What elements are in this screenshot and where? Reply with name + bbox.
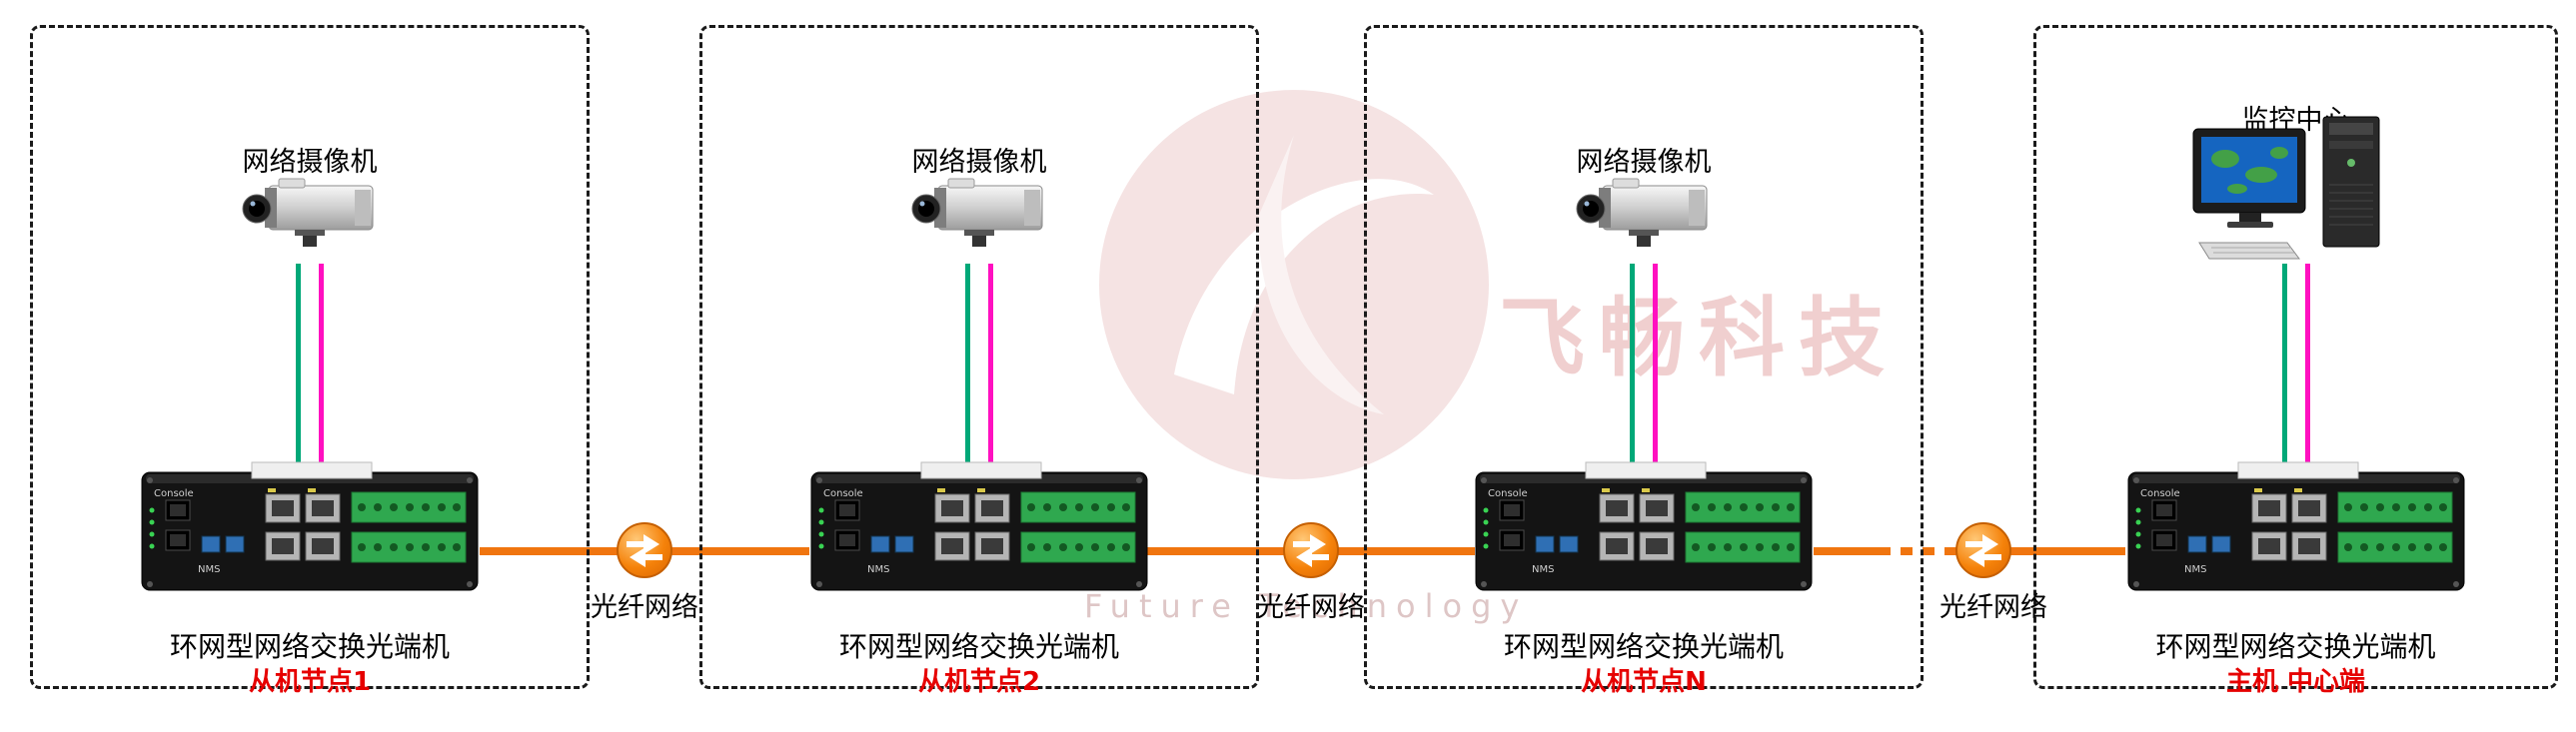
- fiber-link-label-2: 光纤网络: [1257, 592, 1365, 623]
- camera-label: 网络摄像机: [911, 147, 1047, 178]
- ring-switch-image: [1474, 460, 1814, 597]
- ip-camera-image: [904, 166, 1054, 261]
- ring-switch-image: [140, 460, 480, 597]
- node-role-label: 从机节点2: [917, 667, 1041, 697]
- fiber-transfer-icon-2: [1281, 520, 1341, 580]
- node-role-label: 从机节点1: [248, 667, 372, 697]
- camera-uplink-magenta: [319, 264, 324, 462]
- ring-switch-image: [809, 460, 1149, 597]
- fiber-transfer-icon-1: [615, 520, 674, 580]
- workstation-uplink-magenta: [2304, 264, 2310, 462]
- node-slave-1: 网络摄像机 环网型网络交换光端机 从机节点1: [30, 25, 590, 697]
- fiber-link-line-3-dotted: [1879, 547, 1958, 555]
- ip-camera-image: [235, 166, 385, 261]
- node-master-center: 监控中心 环网型网络交换光端机 主机 中心端: [2033, 25, 2558, 697]
- ip-camera-image: [1569, 166, 1719, 261]
- switch-label: 环网型网络交换光端机: [1503, 630, 1784, 663]
- fiber-link-label-3: 光纤网络: [1939, 592, 2047, 623]
- fiber-link-line-3b: [2010, 547, 2125, 555]
- camera-label: 网络摄像机: [1576, 147, 1712, 178]
- fiber-link-line-3a: [1814, 547, 1879, 555]
- camera-uplink-magenta: [988, 264, 993, 462]
- camera-uplink-green: [1630, 264, 1635, 462]
- camera-uplink-magenta: [1653, 264, 1658, 462]
- monitoring-workstation-image: [2191, 115, 2401, 265]
- ring-switch-image: [2126, 460, 2466, 597]
- camera-label: 网络摄像机: [242, 147, 378, 178]
- workstation-uplink-green: [2281, 264, 2287, 462]
- fiber-link-label-1: 光纤网络: [591, 592, 698, 623]
- node-role-label: 从机节点N: [1581, 667, 1707, 697]
- fiber-transfer-icon-3: [1953, 520, 2013, 580]
- node-role-label: 主机 中心端: [2225, 667, 2366, 697]
- node-slave-2: 网络摄像机 环网型网络交换光端机 从机节点2: [699, 25, 1259, 697]
- camera-uplink-green: [296, 264, 301, 462]
- camera-uplink-green: [965, 264, 970, 462]
- node-slave-n: 网络摄像机 环网型网络交换光端机 从机节点N: [1364, 25, 1924, 697]
- switch-label: 环网型网络交换光端机: [838, 630, 1119, 663]
- switch-label: 环网型网络交换光端机: [2155, 630, 2436, 663]
- switch-label: 环网型网络交换光端机: [169, 630, 450, 663]
